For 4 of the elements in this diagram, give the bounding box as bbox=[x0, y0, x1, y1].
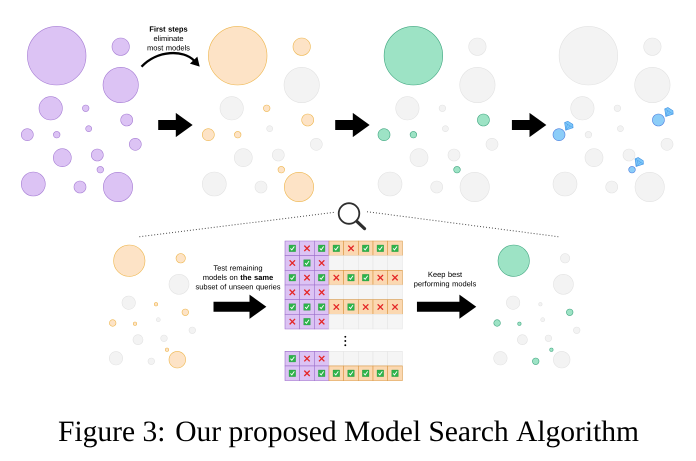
circle-cluster bbox=[109, 244, 196, 368]
results-grid bbox=[284, 240, 403, 381]
caption: Figure 3: Our proposed Model Search Algorithm bbox=[58, 420, 638, 448]
circle-cluster bbox=[493, 244, 580, 368]
